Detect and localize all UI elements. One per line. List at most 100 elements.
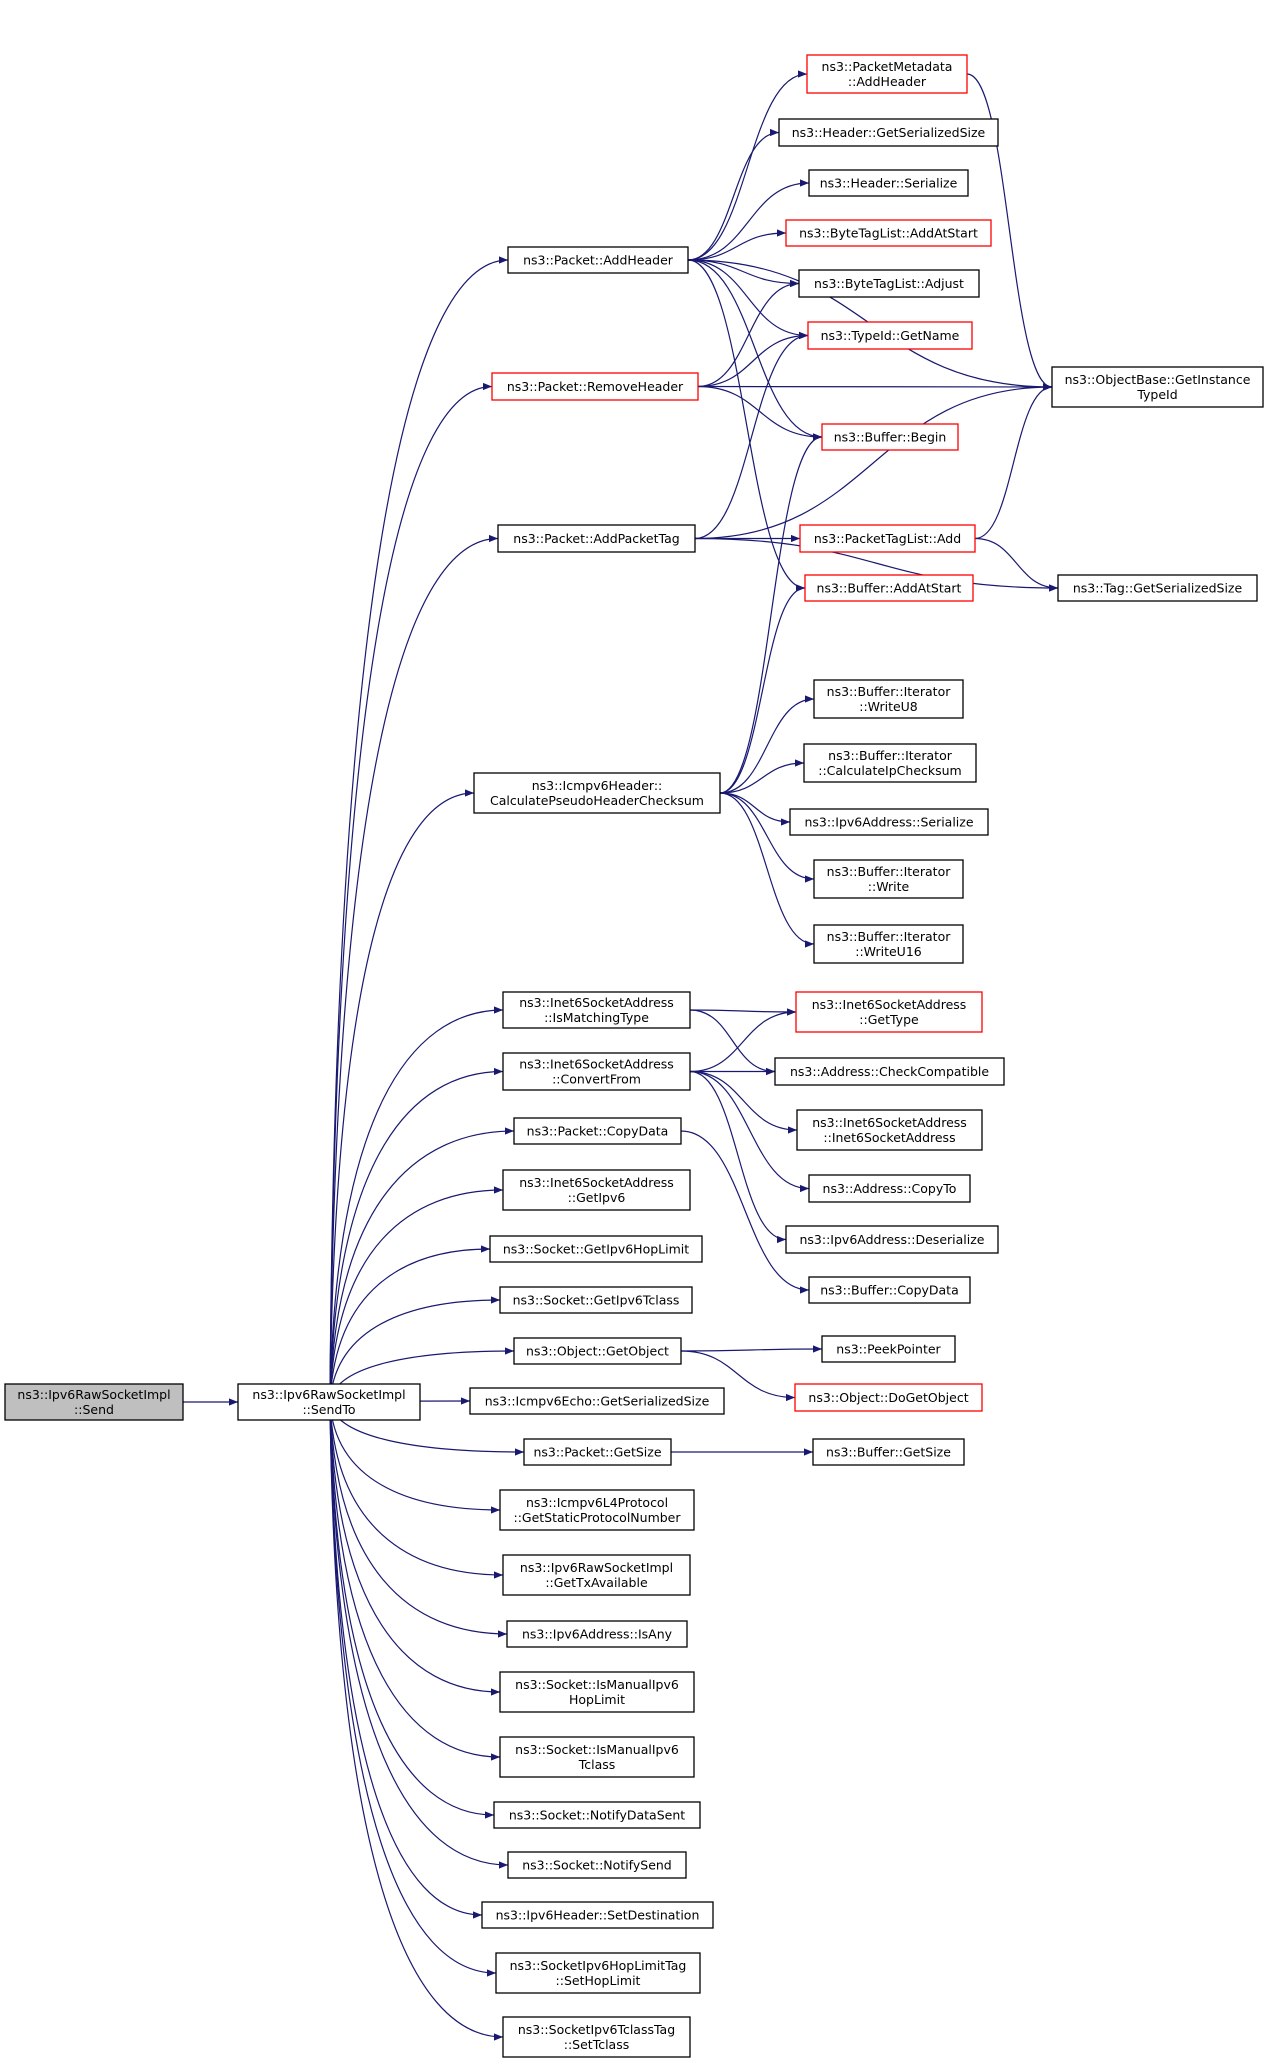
node-typeidname[interactable]: ns3::TypeId::GetName: [807, 321, 973, 350]
edge-sendto-to-removeheader: [329, 382, 493, 1403]
node-wu8[interactable]: ns3::Buffer::Iterator::WriteU8: [813, 679, 964, 719]
edge-removeheader-to-btadjust: [697, 279, 800, 388]
node-copyto[interactable]: ns3::Address::CopyTo: [808, 1174, 971, 1203]
edge-sendto-to-addheader: [329, 256, 509, 1403]
node-notifysend[interactable]: ns3::Socket::NotifySend: [507, 1851, 687, 1879]
node-gethop[interactable]: ns3::Socket::GetIpv6HopLimit: [489, 1235, 703, 1263]
node-label-wu8: ns3::Buffer::Iterator: [827, 684, 952, 699]
node-bufaddstart[interactable]: ns3::Buffer::AddAtStart: [804, 574, 974, 602]
node-label-wu16: ns3::Buffer::Iterator: [827, 929, 952, 944]
node-taggetser[interactable]: ns3::Tag::GetSerializedSize: [1057, 574, 1258, 602]
node-isany[interactable]: ns3::Ipv6Address::IsAny: [506, 1620, 688, 1648]
node-removeheader[interactable]: ns3::Packet::RemoveHeader: [491, 372, 699, 401]
node-label-gethop: ns3::Socket::GetIpv6HopLimit: [503, 1242, 689, 1257]
node-label-pmaddheader: ::AddHeader: [848, 74, 927, 89]
node-convertfrom[interactable]: ns3::Inet6SocketAddress::ConvertFrom: [502, 1052, 691, 1091]
node-box-btadjust: [798, 269, 980, 298]
edge-sendto-to-setdest: [329, 1401, 483, 1919]
node-peek[interactable]: ns3::PeekPointer: [821, 1335, 956, 1363]
node-label-hgetser: ns3::Header::GetSerializedSize: [792, 125, 986, 140]
node-label-echo: ns3::Icmpv6Echo::GetSerializedSize: [485, 1394, 710, 1409]
node-label-v6deser: ns3::Ipv6Address::Deserialize: [800, 1232, 985, 1247]
edge-pseudo-to-bufaddstart: [719, 584, 806, 794]
node-sendto[interactable]: ns3::Ipv6RawSocketImpl::SendTo: [237, 1383, 421, 1421]
node-label-settclass: ::SetTclass: [564, 2037, 630, 2052]
node-box-hser: [808, 169, 969, 197]
node-box-bufgetsize: [812, 1438, 965, 1466]
node-getipv6[interactable]: ns3::Inet6SocketAddress::GetIpv6: [502, 1169, 691, 1211]
node-label-txavail: ::GetTxAvailable: [545, 1575, 648, 1590]
node-bufbegin[interactable]: ns3::Buffer::Begin: [821, 423, 959, 451]
node-box-addpackettag: [497, 524, 696, 553]
node-l4[interactable]: ns3::Icmpv6L4Protocol::GetStaticProtocol…: [499, 1489, 695, 1531]
edge-sendto-to-ismatching: [329, 1006, 504, 1403]
node-v6deser[interactable]: ns3::Ipv6Address::Deserialize: [785, 1225, 999, 1254]
node-label-checkcompat: ns3::Address::CheckCompatible: [790, 1064, 989, 1079]
node-wu16[interactable]: ns3::Buffer::Iterator::WriteU16: [813, 924, 964, 964]
node-btadjust[interactable]: ns3::ByteTagList::Adjust: [798, 269, 980, 298]
node-addpackettag[interactable]: ns3::Packet::AddPacketTag: [497, 524, 696, 553]
node-bufgetsize[interactable]: ns3::Buffer::GetSize: [812, 1438, 965, 1466]
node-box-getsize: [523, 1438, 672, 1466]
node-echo[interactable]: ns3::Icmpv6Echo::GetSerializedSize: [469, 1387, 725, 1415]
node-copydata[interactable]: ns3::Packet::CopyData: [513, 1117, 682, 1145]
node-bufcopy[interactable]: ns3::Buffer::CopyData: [808, 1276, 971, 1304]
node-getobject[interactable]: ns3::Object::GetObject: [513, 1337, 682, 1365]
node-txavail[interactable]: ns3::Ipv6RawSocketImpl::GetTxAvailable: [502, 1554, 691, 1596]
node-pseudo[interactable]: ns3::Icmpv6Header::CalculatePseudoHeader…: [473, 772, 721, 814]
node-hgetser[interactable]: ns3::Header::GetSerializedSize: [778, 118, 999, 147]
node-iwrite[interactable]: ns3::Buffer::Iterator::Write: [813, 859, 964, 899]
node-checkcompat[interactable]: ns3::Address::CheckCompatible: [774, 1057, 1005, 1086]
node-box-manualtclass: [499, 1736, 695, 1778]
edge-sendto-to-manualtclass: [329, 1401, 501, 1761]
node-box-gethop: [489, 1235, 703, 1263]
node-label-convertfrom: ::ConvertFrom: [552, 1072, 641, 1087]
node-box-bufbegin: [821, 423, 959, 451]
edge-addpackettag-to-objbase: [694, 383, 1053, 540]
node-gettclass[interactable]: ns3::Socket::GetIpv6Tclass: [499, 1286, 693, 1314]
node-label-sendto: ns3::Ipv6RawSocketImpl: [252, 1387, 405, 1402]
edge-sendto-to-convertfrom: [329, 1067, 504, 1403]
edge-ptladd-to-objbase: [974, 383, 1053, 540]
edge-pseudo-to-wu8: [719, 695, 815, 794]
node-send[interactable]: ns3::Ipv6RawSocketImpl::Send: [4, 1383, 184, 1421]
node-notifydata[interactable]: ns3::Socket::NotifyDataSent: [493, 1801, 701, 1829]
edge-addheader-to-pmaddheader: [687, 70, 808, 261]
node-box-gettclass: [499, 1286, 693, 1314]
node-label-pseudo: CalculatePseudoHeaderChecksum: [490, 793, 704, 808]
node-sethoplimit[interactable]: ns3::SocketIpv6HopLimitTag::SetHopLimit: [495, 1952, 701, 1994]
node-pmaddheader[interactable]: ns3::PacketMetadata::AddHeader: [806, 54, 968, 94]
node-label-iwrite: ns3::Buffer::Iterator: [827, 864, 952, 879]
edge-removeheader-to-bufbegin: [697, 385, 823, 441]
edge-getobject-to-peek: [680, 1345, 823, 1353]
node-dogetobj[interactable]: ns3::Object::DoGetObject: [794, 1383, 983, 1412]
node-calcip[interactable]: ns3::Buffer::Iterator::CalculateIpChecks…: [803, 743, 977, 783]
node-addheader[interactable]: ns3::Packet::AddHeader: [507, 246, 689, 274]
node-box-txavail: [502, 1554, 691, 1596]
node-ptladd[interactable]: ns3::PacketTagList::Add: [799, 524, 976, 553]
node-label-l4: ::GetStaticProtocolNumber: [513, 1510, 681, 1525]
node-setdest[interactable]: ns3::Ipv6Header::SetDestination: [481, 1901, 714, 1929]
node-getsize[interactable]: ns3::Packet::GetSize: [523, 1438, 672, 1466]
node-box-typeidname: [807, 321, 973, 350]
node-inet6ctor[interactable]: ns3::Inet6SocketAddress::Inet6SocketAddr…: [796, 1109, 983, 1151]
node-settclass[interactable]: ns3::SocketIpv6TclassTag::SetTclass: [502, 2016, 691, 2058]
node-v6ser[interactable]: ns3::Ipv6Address::Serialize: [789, 808, 989, 836]
edge-pseudo-to-wu16: [719, 792, 815, 948]
node-hser[interactable]: ns3::Header::Serialize: [808, 169, 969, 197]
node-label-objbase: ns3::ObjectBase::GetInstance: [1065, 372, 1251, 387]
node-box-v6deser: [785, 1225, 999, 1254]
edge-sendto-to-pseudo: [329, 789, 475, 1403]
node-label-addpackettag: ns3::Packet::AddPacketTag: [513, 531, 679, 546]
node-btaddstart[interactable]: ns3::ByteTagList::AddAtStart: [785, 219, 992, 247]
node-label-pmaddheader: ns3::PacketMetadata: [822, 59, 953, 74]
node-ismatching[interactable]: ns3::Inet6SocketAddress::IsMatchingType: [502, 991, 691, 1029]
edge-sendto-to-addpackettag: [329, 534, 499, 1403]
edge-removeheader-to-objbase: [697, 383, 1053, 391]
node-gettype[interactable]: ns3::Inet6SocketAddress::GetType: [795, 991, 983, 1033]
edge-ismatching-to-checkcompat: [689, 1009, 776, 1076]
